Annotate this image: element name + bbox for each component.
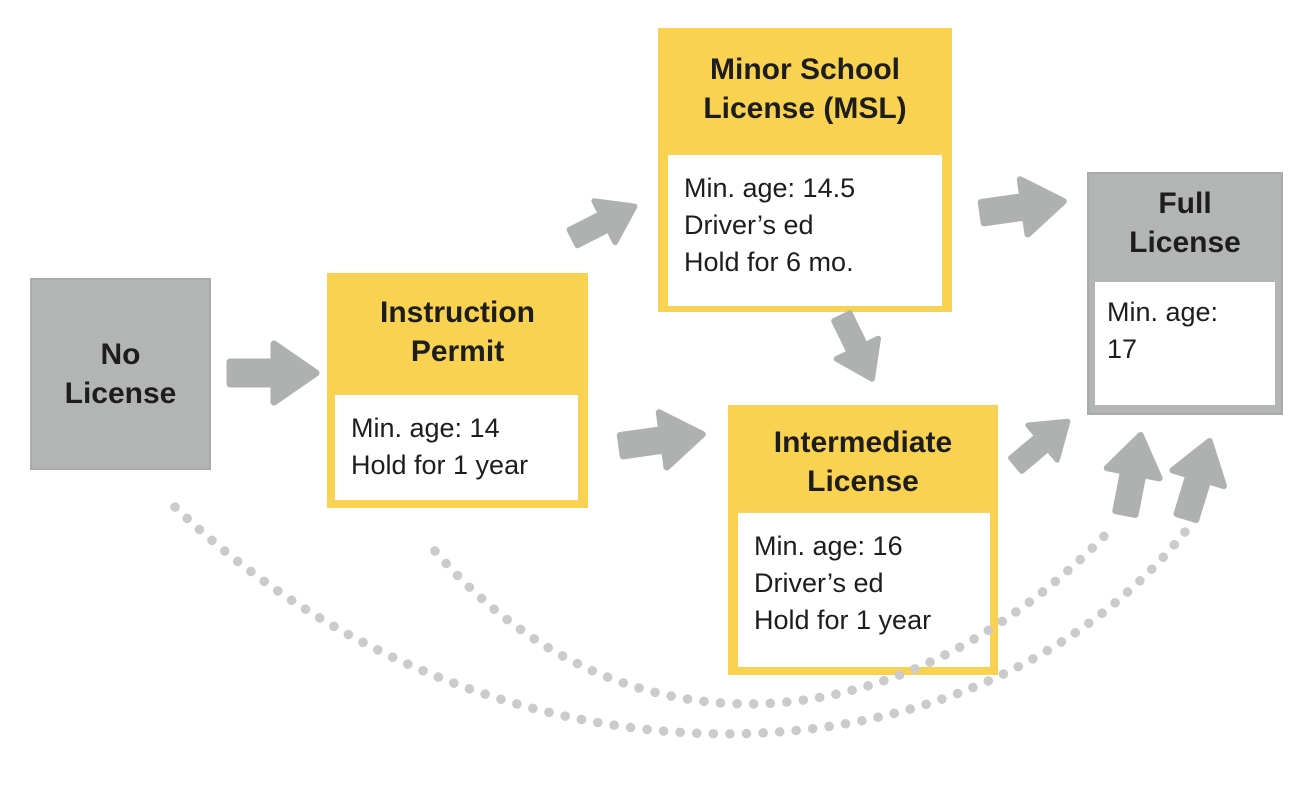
detail-line: Min. age: bbox=[1107, 297, 1219, 327]
arrow-intermediate-to-full-license bbox=[1002, 404, 1082, 482]
node-details: Min. age: 16 Driver’s ed Hold for 1 year bbox=[738, 513, 990, 667]
node-title: Intermediate License bbox=[728, 405, 998, 501]
title-line: License bbox=[64, 377, 177, 410]
arrow-msl-to-intermediate bbox=[821, 307, 893, 389]
arrow-no-license-to-instruction-permit bbox=[230, 344, 316, 402]
detail-line: Driver’s ed bbox=[684, 210, 814, 240]
detail-line: Hold for 1 year bbox=[754, 605, 932, 635]
node-title: No License bbox=[65, 335, 177, 413]
title-line: Minor School bbox=[710, 53, 900, 86]
arrowhead-no-license-to-full-license bbox=[1161, 433, 1235, 524]
title-line: License bbox=[807, 465, 919, 498]
arrowhead-instruction-permit-to-full-license bbox=[1099, 430, 1166, 518]
title-line: Full bbox=[1158, 187, 1212, 220]
title-line: License (MSL) bbox=[703, 92, 907, 125]
title-line: Intermediate bbox=[773, 426, 953, 459]
title-line: Permit bbox=[410, 335, 505, 368]
detail-line: Hold for 1 year bbox=[351, 450, 529, 480]
node-no-license: No License bbox=[30, 278, 211, 470]
arrow-instruction-permit-to-msl bbox=[563, 186, 645, 259]
node-details: Min. age: 14.5 Driver’s ed Hold for 6 mo… bbox=[668, 155, 942, 306]
node-details: Min. age: 14 Hold for 1 year bbox=[335, 395, 578, 500]
node-instruction-permit: Instruction Permit Min. age: 14 Hold for… bbox=[327, 273, 588, 508]
detail-line: Min. age: 16 bbox=[754, 531, 903, 561]
arrow-msl-to-full-license bbox=[979, 174, 1068, 240]
title-line: No bbox=[100, 338, 141, 371]
node-title: Instruction Permit bbox=[327, 273, 588, 371]
detail-line: Min. age: 14.5 bbox=[684, 173, 856, 203]
arrow-instruction-permit-to-intermediate bbox=[618, 407, 707, 473]
title-line: Instruction bbox=[380, 296, 535, 329]
node-full-license: Full License Min. age: 17 bbox=[1087, 172, 1283, 415]
node-intermediate-license: Intermediate License Min. age: 16 Driver… bbox=[728, 405, 998, 675]
node-title: Full License bbox=[1089, 174, 1281, 262]
dotted-path-no-license-to-full-license bbox=[170, 502, 1190, 739]
title-line: License bbox=[1129, 226, 1241, 259]
node-minor-school-license: Minor School License (MSL) Min. age: 14.… bbox=[658, 28, 952, 312]
detail-line: Driver’s ed bbox=[754, 568, 884, 598]
detail-line: 17 bbox=[1107, 334, 1138, 364]
node-title: Minor School License (MSL) bbox=[658, 28, 952, 128]
detail-line: Min. age: 14 bbox=[351, 413, 500, 443]
node-details: Min. age: 17 bbox=[1095, 282, 1275, 405]
detail-line: Hold for 6 mo. bbox=[684, 247, 854, 277]
